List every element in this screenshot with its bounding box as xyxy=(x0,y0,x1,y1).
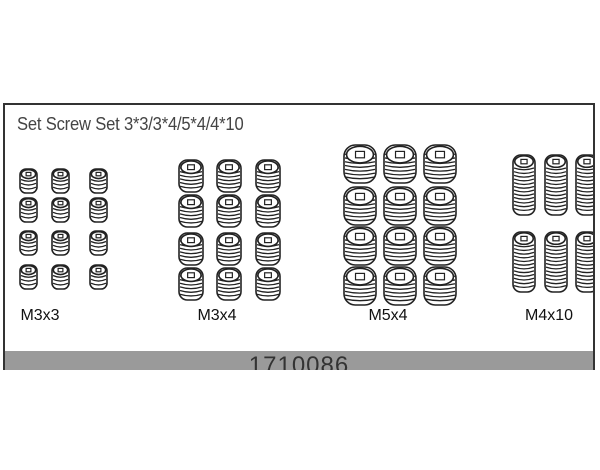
set-screw-m3x3 xyxy=(51,168,70,194)
set-screw-m4x10 xyxy=(544,231,568,293)
set-screw-m3x3 xyxy=(19,197,38,223)
set-screw-m3x4 xyxy=(178,267,204,301)
set-screw-m3x4 xyxy=(255,159,281,193)
set-screw-m5x4 xyxy=(423,266,457,306)
set-screw-m5x4 xyxy=(423,144,457,184)
set-screw-m3x4 xyxy=(178,232,204,266)
set-screw-m3x3 xyxy=(51,264,70,290)
group-label-m3x3: M3x3 xyxy=(20,307,60,324)
part-number: 1710086 xyxy=(248,352,350,370)
set-screw-m5x4 xyxy=(383,144,417,184)
set-screw-m5x4 xyxy=(383,226,417,266)
set-screw-m4x10 xyxy=(544,154,568,216)
set-screw-m5x4 xyxy=(343,226,377,266)
set-screw-m3x4 xyxy=(216,232,242,266)
set-screw-m3x4 xyxy=(216,267,242,301)
set-screw-m3x4 xyxy=(178,194,204,228)
set-screw-m3x4 xyxy=(216,194,242,228)
set-screw-m5x4 xyxy=(343,266,377,306)
set-screw-m4x10 xyxy=(512,154,536,216)
set-screw-m4x10 xyxy=(575,154,593,216)
set-screw-m3x3 xyxy=(19,264,38,290)
screw-illustration xyxy=(19,144,593,306)
set-screw-m5x4 xyxy=(343,186,377,226)
set-screw-m3x3 xyxy=(19,168,38,194)
set-screw-m3x4 xyxy=(255,194,281,228)
footer-bar: 1710086 xyxy=(5,351,593,370)
set-screw-m3x3 xyxy=(89,168,108,194)
set-screw-m3x3 xyxy=(89,197,108,223)
product-panel: Set Screw Set 3*3/3*4/5*4/4*10 M3x3 M3x4… xyxy=(3,103,595,370)
set-screw-m3x3 xyxy=(51,197,70,223)
set-screw-m3x4 xyxy=(255,232,281,266)
set-screw-m3x3 xyxy=(19,230,38,256)
set-screw-m3x3 xyxy=(89,264,108,290)
group-label-m5x4: M5x4 xyxy=(368,307,408,324)
set-screw-m5x4 xyxy=(423,186,457,226)
set-screw-m5x4 xyxy=(343,144,377,184)
set-screw-m4x10 xyxy=(575,231,593,293)
set-screw-m3x3 xyxy=(51,230,70,256)
product-title: Set Screw Set 3*3/3*4/5*4/4*10 xyxy=(17,114,244,134)
set-screw-m5x4 xyxy=(423,226,457,266)
set-screw-m5x4 xyxy=(383,186,417,226)
set-screw-m5x4 xyxy=(383,266,417,306)
set-screw-m3x4 xyxy=(255,267,281,301)
set-screw-m3x4 xyxy=(178,159,204,193)
set-screw-m3x4 xyxy=(216,159,242,193)
group-label-m3x4: M3x4 xyxy=(197,307,237,324)
group-label-m4x10: M4x10 xyxy=(524,307,574,324)
set-screw-m3x3 xyxy=(89,230,108,256)
set-screw-m4x10 xyxy=(512,231,536,293)
